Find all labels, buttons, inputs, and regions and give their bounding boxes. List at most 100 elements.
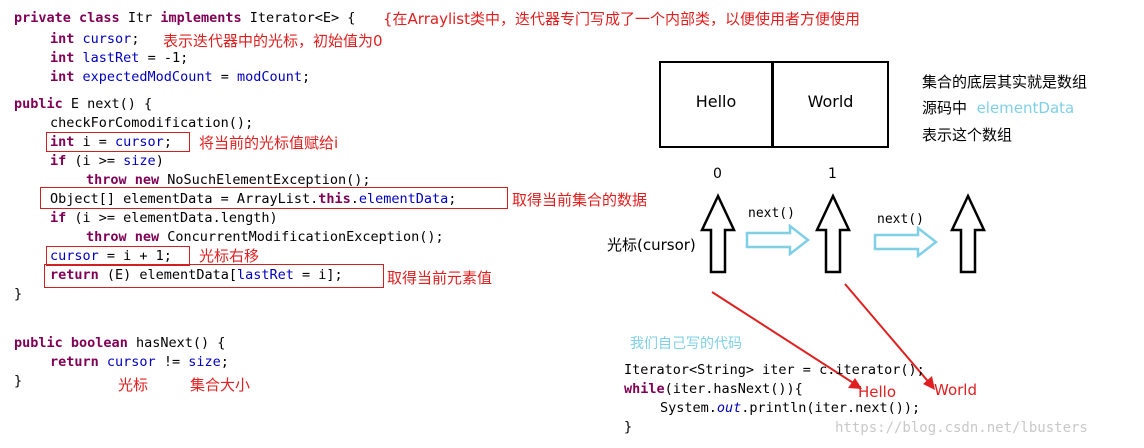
- annotation-get-data: 取得当前集合的数据: [512, 191, 648, 209]
- code-text: = i + 1;: [98, 248, 172, 264]
- code-keyword: throw: [86, 172, 127, 188]
- code-text: ): [155, 153, 164, 169]
- code-text: = i];: [293, 267, 343, 283]
- code-line-15: }: [14, 286, 22, 302]
- result-world: World: [934, 381, 977, 399]
- code-field: lastRet: [82, 50, 140, 66]
- code-keyword: this: [318, 191, 351, 207]
- code-keyword: if: [50, 153, 67, 169]
- desc-line-2: 源码中 elementData: [922, 97, 1074, 118]
- highlight-box-cursor: [46, 246, 190, 266]
- code-keyword: int: [50, 31, 75, 47]
- desc-line-3: 表示这个数组: [922, 126, 1013, 144]
- code-field: cursor: [106, 354, 156, 370]
- annotation-get-element: 取得当前元素值: [387, 269, 493, 287]
- array-divider: [771, 61, 774, 148]
- code-line-2: int cursor;: [50, 31, 139, 47]
- code-text: = -1;: [139, 50, 189, 66]
- code-text: =: [212, 69, 237, 85]
- code-text: (E) elementData[: [98, 267, 237, 283]
- code-text: }: [14, 286, 23, 302]
- user-code-title: 我们自己写的代码: [630, 336, 742, 352]
- code-keyword: public: [14, 96, 63, 112]
- code-line-9: throw new NoSuchElementException();: [86, 172, 371, 188]
- code-field: lastRet: [236, 267, 294, 283]
- code-line-5: public E next() {: [14, 96, 152, 112]
- red-line-world: [844, 283, 933, 387]
- code-text: System.: [660, 400, 717, 416]
- code-keyword: if: [50, 210, 67, 226]
- code-text: }: [14, 373, 23, 389]
- annotation-assign-i: 将当前的光标值赋给i: [199, 134, 339, 152]
- code-line-16: public boolean hasNext() {: [14, 335, 225, 351]
- annotation-cursor: 光标: [118, 376, 149, 394]
- code-line-1: private class Itr implements Iterator<E>…: [14, 10, 355, 26]
- code-field: cursor: [82, 31, 132, 47]
- code-text: ;: [131, 31, 140, 47]
- code-text: hasNext() {: [127, 335, 226, 351]
- code-line-8: if (i >= size): [50, 153, 164, 169]
- code-keyword: throw: [86, 229, 127, 245]
- code-line-10: Object[] elementData = ArrayList.this.el…: [50, 191, 456, 207]
- code-field: size: [188, 354, 221, 370]
- array-cell-world: World: [807, 92, 854, 111]
- annotation-size: 集合大小: [190, 376, 251, 394]
- code-text: (iter.hasNext()){: [664, 381, 803, 397]
- code-text: i =: [74, 134, 116, 150]
- code-text: E next() {: [62, 96, 153, 112]
- red-arrowhead-hello-icon: [848, 378, 862, 389]
- annotation-cursor-desc: 表示迭代器中的光标，初始值为0: [163, 32, 383, 50]
- code-line-18: }: [14, 373, 22, 389]
- highlight-box-int-i: [46, 132, 190, 152]
- code-text: ;: [163, 134, 172, 150]
- result-hello: Hello: [858, 383, 897, 401]
- index-1: 1: [828, 166, 837, 182]
- code-keyword: return: [50, 267, 99, 283]
- code-keyword: class: [79, 10, 120, 26]
- code-field: cursor: [115, 134, 164, 150]
- code-line-3: int lastRet = -1;: [50, 50, 188, 66]
- code-keyword: boolean: [70, 335, 128, 351]
- code-keyword: implements: [160, 10, 242, 26]
- code-keyword: return: [50, 354, 99, 370]
- watermark: https://blog.csdn.net/lbusters: [835, 420, 1088, 436]
- code-line-13: cursor = i + 1;: [50, 248, 172, 264]
- annotation-inner-class: {在Arraylist类中，迭代器专门写成了一个内部类，以便使用者方便使用: [383, 10, 860, 28]
- highlight-box-object: [40, 187, 508, 209]
- code-text: .: [350, 191, 359, 207]
- code-field: modCount: [236, 69, 302, 85]
- right-arrow-1-icon: [745, 223, 811, 257]
- array-box: [659, 61, 889, 148]
- next-label-1: next(): [748, 206, 795, 221]
- code-field: elementData: [358, 191, 449, 207]
- code-text: ;: [448, 191, 457, 207]
- index-0: 0: [713, 166, 722, 182]
- code-keyword: private: [14, 10, 71, 26]
- code-text: !=: [155, 354, 189, 370]
- code-text: Iterator<E> {: [241, 10, 356, 26]
- code-text: NoSuchElementException();: [159, 172, 371, 188]
- code-line-6: checkForComodification();: [50, 115, 253, 131]
- code-line-17: return cursor != size;: [50, 354, 229, 370]
- code-text: ConcurrentModificationException();: [159, 229, 444, 245]
- user-code-line-1: Iterator<String> iter = c.iterator();: [624, 362, 925, 378]
- up-arrow-2-icon: [950, 193, 986, 274]
- desc-line-1: 集合的底层其实就是数组: [922, 73, 1088, 91]
- code-keyword: int: [50, 69, 75, 85]
- user-code-line-3: System.out.println(iter.next());: [660, 400, 920, 416]
- code-keyword: int: [50, 50, 75, 66]
- annotation-cursor-move: 光标右移: [199, 247, 260, 265]
- code-field: expectedModCount: [82, 69, 213, 85]
- code-keyword: public: [14, 335, 63, 351]
- code-line-12: throw new ConcurrentModificationExceptio…: [86, 229, 444, 245]
- cursor-label: 光标(cursor): [607, 236, 696, 254]
- code-field: size: [123, 153, 156, 169]
- code-text: ;: [220, 354, 229, 370]
- red-arrowhead-world-icon: [923, 376, 935, 390]
- up-arrow-0-icon: [700, 193, 736, 274]
- desc-field: elementData: [976, 99, 1075, 117]
- highlight-box-return: [44, 264, 384, 288]
- code-text: checkForComodification();: [50, 115, 254, 131]
- array-cell-hello: Hello: [695, 92, 737, 111]
